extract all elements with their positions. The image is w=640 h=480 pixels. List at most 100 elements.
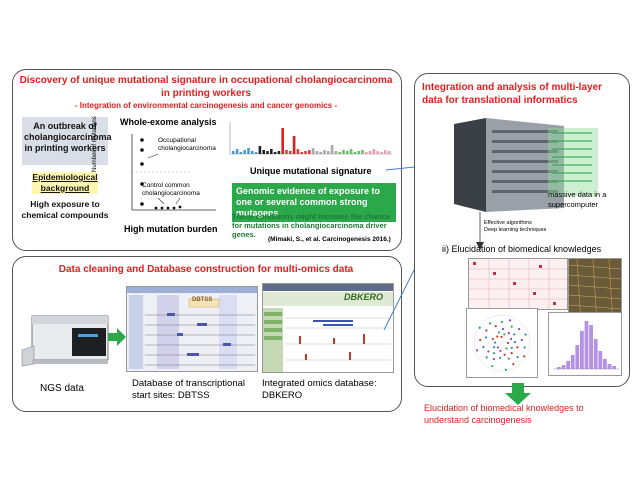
histogram-bar [607,364,612,369]
network-node [523,355,526,358]
dbtss-label: Database of transcriptional start sites:… [132,378,246,401]
signature-bar [323,150,326,154]
wes-title: Whole-exome analysis [120,117,217,127]
signature-bar [357,151,360,154]
network-node [488,322,492,325]
histogram-bar [612,366,616,369]
network-node [516,346,519,349]
network-node [492,352,496,355]
ngs-label: NGS data [40,383,84,394]
signature-bar [334,151,338,154]
elucidation-step-label: ii) Elucidation of biomedical knowledges [442,244,602,254]
ngs-machine-icon [21,315,109,367]
signature-bar [384,150,387,154]
histogram-bar [575,345,580,369]
network-node [512,363,515,366]
panel1-subtitle: - Integration of environmental carcinoge… [74,101,338,110]
network-node [494,325,497,328]
conditions-note: These conditions might increase the chan… [232,212,390,239]
network-node [484,336,488,339]
network-node [513,333,516,336]
signature-bar [270,149,273,154]
signature-bar [376,151,379,154]
signature-bar [258,146,262,154]
signature-bar [247,148,250,154]
network-node [503,333,506,336]
panel3-title: Integration and analysis of multi-layer … [422,82,603,106]
histogram-bar [603,359,607,369]
signature-bar [368,151,372,154]
epi-background-box [32,172,98,194]
network-node [520,338,523,342]
signature-bar [304,151,307,154]
y-axis-label: Number of mutations [92,116,98,172]
network-node [510,337,513,341]
network-node [478,326,481,329]
signature-bar [296,149,300,154]
histogram-bar [566,361,570,369]
dbtss-screenshot [126,286,258,372]
network-node [513,340,517,344]
network-node [498,356,502,359]
network-node [523,346,526,349]
signature-bar [285,150,288,154]
signature-bar [266,151,269,154]
outbreak-label: An outbreak of cholangiocarcinoma in pri… [24,121,112,153]
histogram-bar [598,351,603,369]
signature-bar [319,152,322,154]
network-node [510,325,513,328]
network-node [492,346,496,349]
circular-network-thumbnail [466,308,538,378]
signature-bar [315,151,319,154]
histogram-thumbnail [548,312,622,376]
high-burden-label: High mutation burden [124,224,218,234]
network-node [503,353,506,356]
network-node [517,327,521,331]
outbreak-box [22,117,108,165]
heatmap-thumbnail [468,258,568,310]
histogram-bar [589,325,593,369]
signature-bar [338,152,341,154]
dbkero-label: Integrated omics database: DBKERO [262,378,377,401]
signature-bar [262,150,265,154]
signature-bar [349,149,353,154]
network-node [485,329,488,332]
down-arrow [476,212,484,250]
signature-bar [300,152,303,154]
signature-bar [239,152,243,154]
panel1-title-line1: Discovery of unique mutational signature… [19,75,393,86]
signature-bar [342,150,345,154]
network-node [500,320,503,324]
network-node [507,357,510,360]
histogram-bar [557,367,561,369]
histogram-bar [593,339,598,369]
signature-bar [330,145,334,154]
network-node [510,352,513,355]
signature-bar [365,152,368,154]
signature-bar [308,150,311,154]
signature-bar [327,151,330,154]
signature-bar [235,149,239,154]
signature-bar [232,151,235,154]
network-node [496,335,499,338]
network-node [491,337,494,341]
network-node [497,331,501,334]
algorithms-label: Effective algorithms [484,220,532,226]
histogram-bar [584,321,589,369]
histogram-bar [570,355,575,369]
signature-bar [281,128,284,154]
mutational-signature-chart [229,122,392,155]
dbkero-screenshot [262,283,394,373]
conclusion-label: Elucidation of biomedical knowledges to … [424,403,584,425]
signature-bar [387,151,391,154]
signature-bar [277,151,281,154]
signature-bar [289,151,292,154]
network-node [516,355,519,359]
signature-bar [372,149,376,154]
epi-background-label: Epidemiological background [32,172,98,193]
network-node [507,332,510,335]
network-node [485,356,488,359]
unique-signature-label: Unique mutational signature [250,166,372,176]
histogram-bar [580,331,584,369]
network-node [510,346,513,350]
